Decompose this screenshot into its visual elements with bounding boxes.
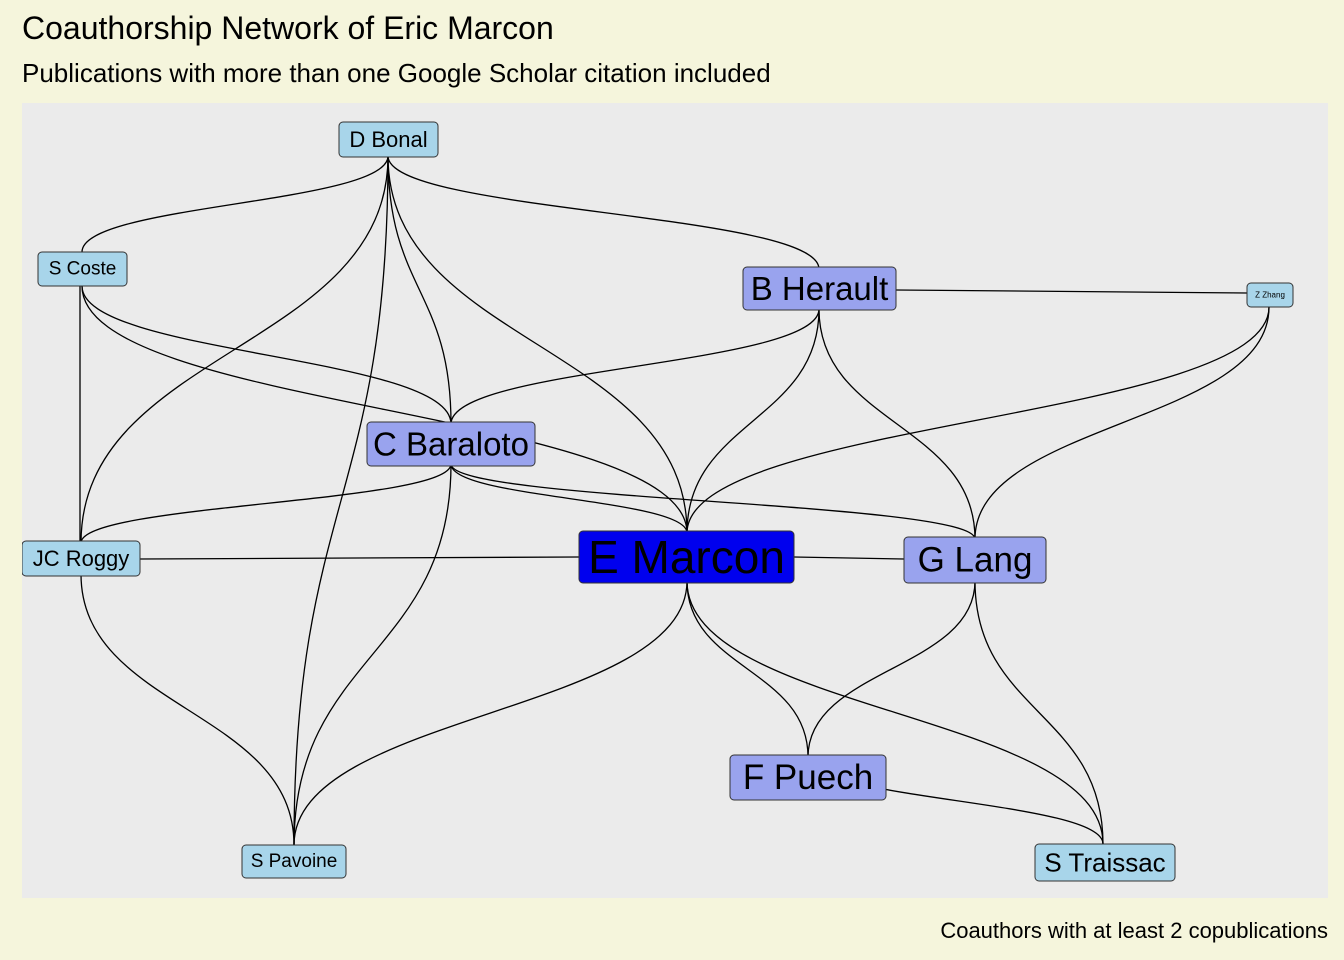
edge-glang-fpuech [807, 580, 976, 758]
edge-cbaraloto-emarcon [450, 463, 688, 534]
node-box-scoste [37, 251, 128, 287]
node-label-glang: G Lang [918, 541, 1033, 580]
node-box-straissac [1034, 843, 1176, 882]
edge-cbaraloto-jcroggy [80, 463, 452, 544]
node-cbaraloto[interactable]: C Baraloto [366, 421, 536, 467]
network-panel: D Bonal S Coste B Herault Z Zhang C Baraloto… [22, 103, 1328, 898]
node-label-emarcon: E Marcon [588, 531, 785, 583]
edge-dbonal-emarcon [387, 155, 688, 534]
edge-bherault-cbaraloto [450, 308, 820, 425]
node-label-zzhang: Z Zhang [1255, 291, 1285, 300]
node-layer: D Bonal S Coste B Herault Z Zhang C Baraloto… [22, 121, 1294, 882]
edge-dbonal-spavoine [293, 155, 389, 846]
node-fpuech[interactable]: F Puech [729, 754, 887, 801]
edge-cbaraloto-glang [450, 463, 976, 540]
node-straissac[interactable]: S Traissac [1034, 843, 1176, 882]
edge-jcroggy-spavoine [80, 573, 295, 846]
node-glang[interactable]: G Lang [903, 536, 1047, 584]
node-bherault[interactable]: B Herault [742, 266, 897, 311]
edge-cbaraloto-spavoine [293, 463, 452, 846]
edge-emarcon-glang [793, 556, 905, 560]
edge-dbonal-cbaraloto [387, 155, 452, 425]
node-label-dbonal: D Bonal [349, 127, 427, 152]
edge-zzhang-emarcon [686, 306, 1270, 534]
node-dbonal[interactable]: D Bonal [338, 121, 439, 158]
node-box-glang [903, 536, 1047, 584]
node-emarcon[interactable]: E Marcon [578, 530, 795, 584]
chart-caption: Coauthors with at least 2 copublications [940, 918, 1328, 943]
node-box-emarcon [578, 530, 795, 584]
edge-bherault-zzhang [895, 289, 1248, 294]
node-box-fpuech [729, 754, 887, 801]
edge-scoste-cbaraloto [81, 285, 452, 425]
node-box-jcroggy [22, 540, 141, 577]
node-label-spavoine: S Pavoine [251, 851, 338, 872]
node-jcroggy[interactable]: JC Roggy [22, 540, 141, 577]
node-scoste[interactable]: S Coste [37, 251, 128, 287]
edge-emarcon-fpuech [686, 580, 809, 758]
node-box-zzhang [1246, 282, 1294, 308]
chart-subtitle: Publications with more than one Google S… [22, 58, 771, 88]
node-label-fpuech: F Puech [743, 758, 873, 797]
edge-dbonal-scoste [81, 155, 389, 253]
edge-emarcon-straissac [686, 580, 1104, 845]
node-box-bherault [742, 266, 897, 311]
edge-layer [79, 155, 1270, 846]
node-spavoine[interactable]: S Pavoine [241, 844, 347, 879]
edge-glang-straissac [974, 580, 1104, 845]
coauthor-network-graph: D Bonal S Coste B Herault Z Zhang C Baraloto… [22, 121, 1294, 882]
node-label-scoste: S Coste [49, 259, 117, 280]
chart-title: Coauthorship Network of Eric Marcon [22, 10, 554, 46]
edge-dbonal-bherault [387, 155, 820, 270]
node-label-jcroggy: JC Roggy [33, 546, 130, 571]
edge-jcroggy-emarcon [139, 556, 580, 560]
edge-bherault-glang [818, 308, 976, 540]
node-label-bherault: B Herault [751, 270, 889, 307]
edge-emarcon-spavoine [293, 580, 688, 846]
node-box-spavoine [241, 844, 347, 879]
node-box-cbaraloto [366, 421, 536, 467]
node-box-dbonal [338, 121, 439, 158]
edge-bherault-emarcon [686, 308, 820, 534]
node-label-straissac: S Traissac [1044, 848, 1165, 878]
node-zzhang[interactable]: Z Zhang [1246, 282, 1294, 308]
edge-zzhang-glang [974, 306, 1270, 540]
edge-scoste-emarcon [81, 285, 688, 534]
node-label-cbaraloto: C Baraloto [373, 426, 529, 463]
